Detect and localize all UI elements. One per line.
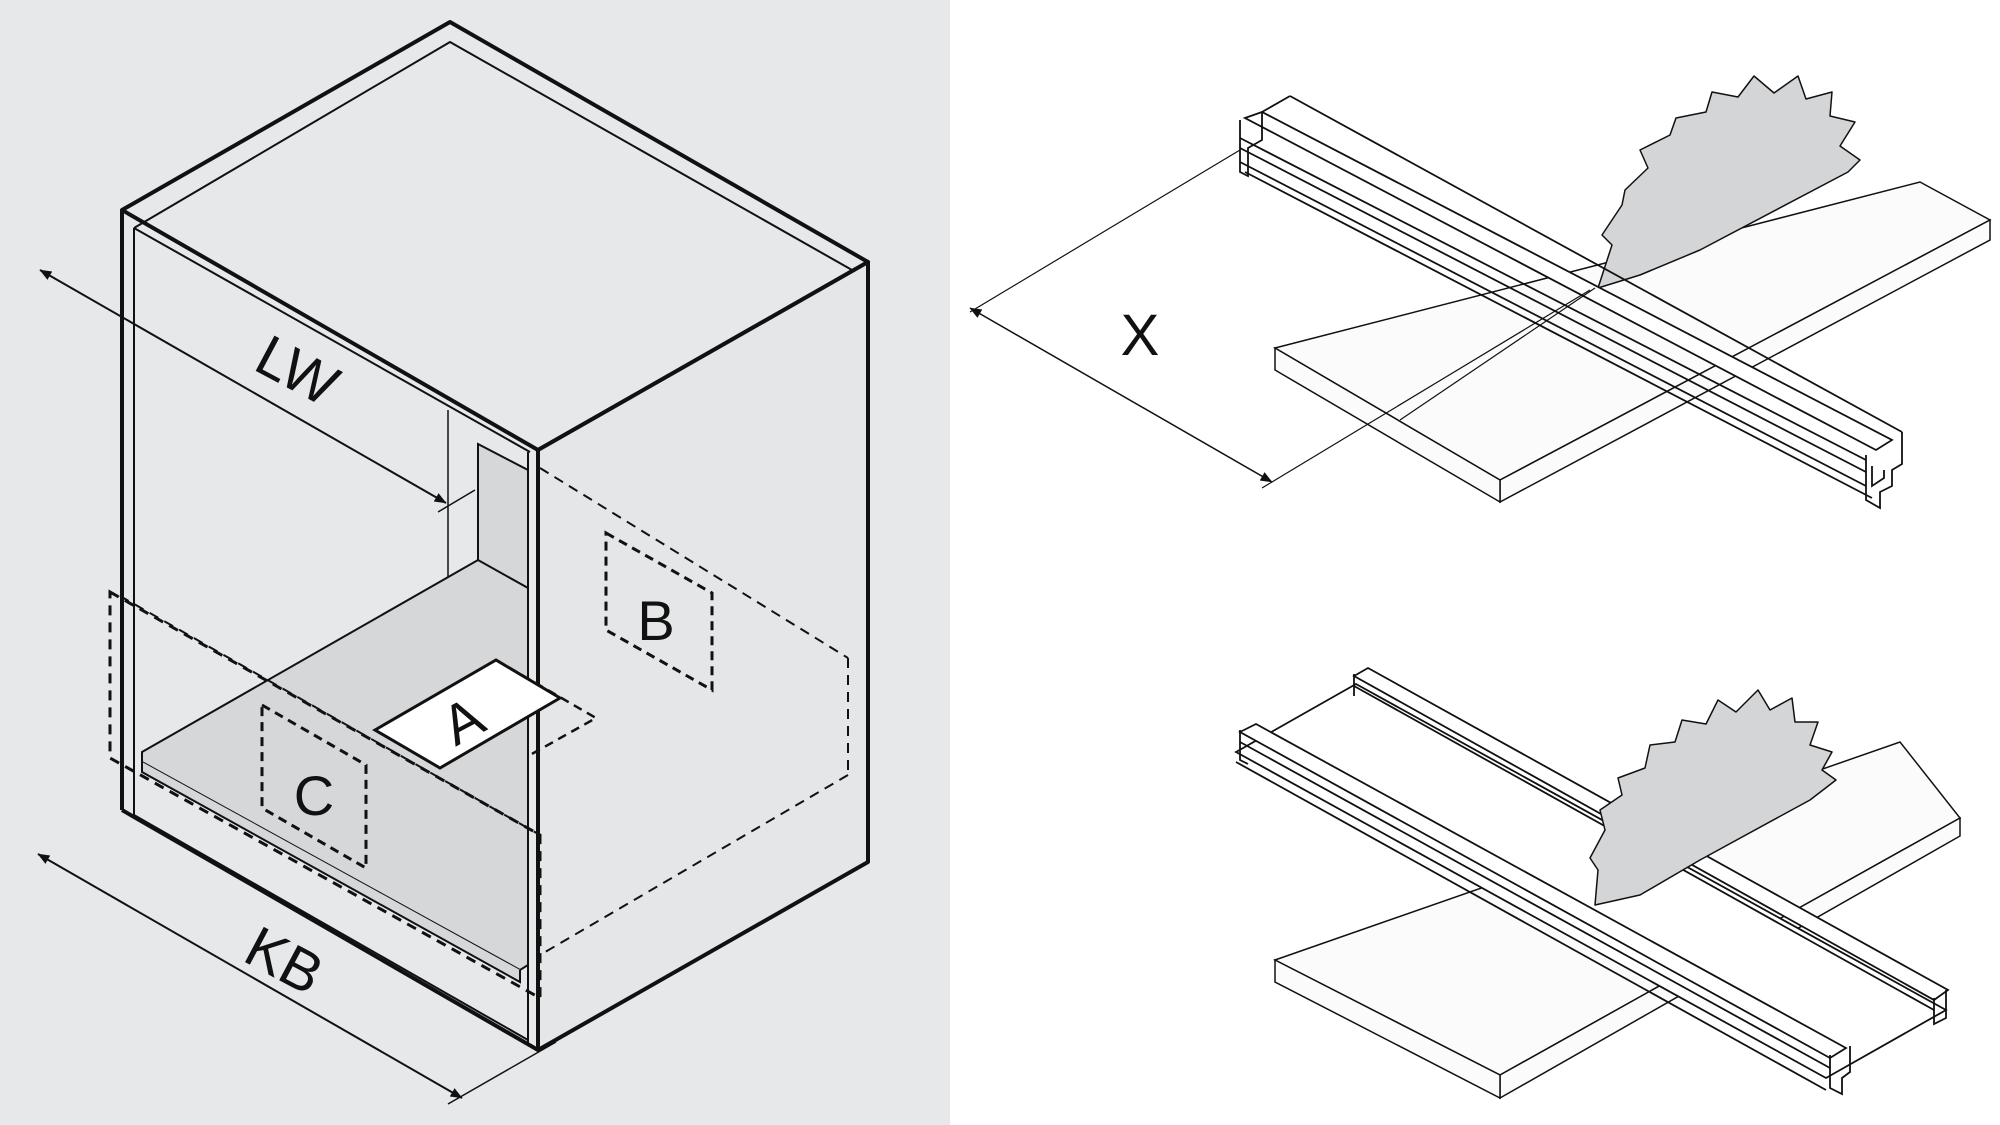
cut-length-label: X [1121, 303, 1160, 368]
rail-front-rib-start [1239, 730, 1249, 765]
rail-end-profile [1865, 432, 1903, 510]
cut-length-dimension: X [969, 149, 1591, 489]
cut-length-arrow [969, 307, 1273, 483]
rail-groove-3 [1289, 95, 1903, 433]
rail-start-profile [1239, 112, 1263, 178]
rail-front-rib-line [1239, 741, 1831, 1069]
cabinet-width-arrow [37, 853, 463, 1099]
rail-groove-2 [1261, 95, 1291, 113]
inner-width-extension-line [437, 489, 476, 513]
zone-c-dashed-outline [260, 702, 368, 871]
zone-b-dashed-outline [604, 530, 714, 693]
drawer-outline-bottom-right [539, 774, 849, 956]
cabinet-body [120, 20, 870, 1052]
cut-length-extension-line-1 [969, 149, 1241, 313]
cutting-step-2 [1234, 666, 1962, 1100]
kerf-line [1399, 287, 1596, 421]
rail-front-rib [1238, 722, 1848, 1060]
rail-lower-edge-1 [1239, 147, 1867, 473]
aluminium-rail-profile-icon [1239, 95, 1903, 510]
cut-length-extension-line-2 [1261, 289, 1591, 489]
board-left-face [1274, 346, 1501, 504]
cabinet-right-side [536, 260, 870, 1052]
zone-c: C [260, 702, 368, 871]
rail-base-plate-edge [1235, 761, 1827, 1091]
drawer-outline-front [108, 589, 542, 1001]
board-left-face [1274, 958, 1501, 1100]
zone-c-label: C [294, 764, 334, 827]
rail-front-rib-end [1829, 1046, 1851, 1096]
rail-lower-edge-3 [1244, 171, 1873, 499]
rail-back-rib-end [1933, 990, 1947, 1026]
inner-width-arrow [39, 269, 447, 504]
cabinet-panel: A B C LW KB [0, 0, 950, 1125]
drawer-outline-top-edge [119, 595, 541, 836]
rail-lower-edge-2 [1239, 161, 1867, 487]
cutting-panel: X [950, 0, 2000, 1125]
cutting-step-1: X [969, 75, 1992, 510]
zone-a-plate [372, 658, 563, 770]
rail-groove-1 [1239, 137, 1867, 461]
drawer-outline-dashed [108, 467, 849, 1001]
drawer-outline-back-top [539, 467, 849, 659]
circular-saw-blade-icon [1597, 75, 1861, 289]
rail-end-profile-inner [1871, 466, 1885, 488]
circular-saw-blade-icon [1589, 689, 1837, 906]
zone-b: B [604, 530, 714, 693]
cabinet-top-inner-edge [133, 41, 853, 271]
rail-top-face [1242, 111, 1894, 452]
zone-b-label: B [637, 589, 674, 652]
cabinet-width-extension-line [447, 1041, 557, 1105]
zone-a-dashed-outline [495, 658, 599, 757]
